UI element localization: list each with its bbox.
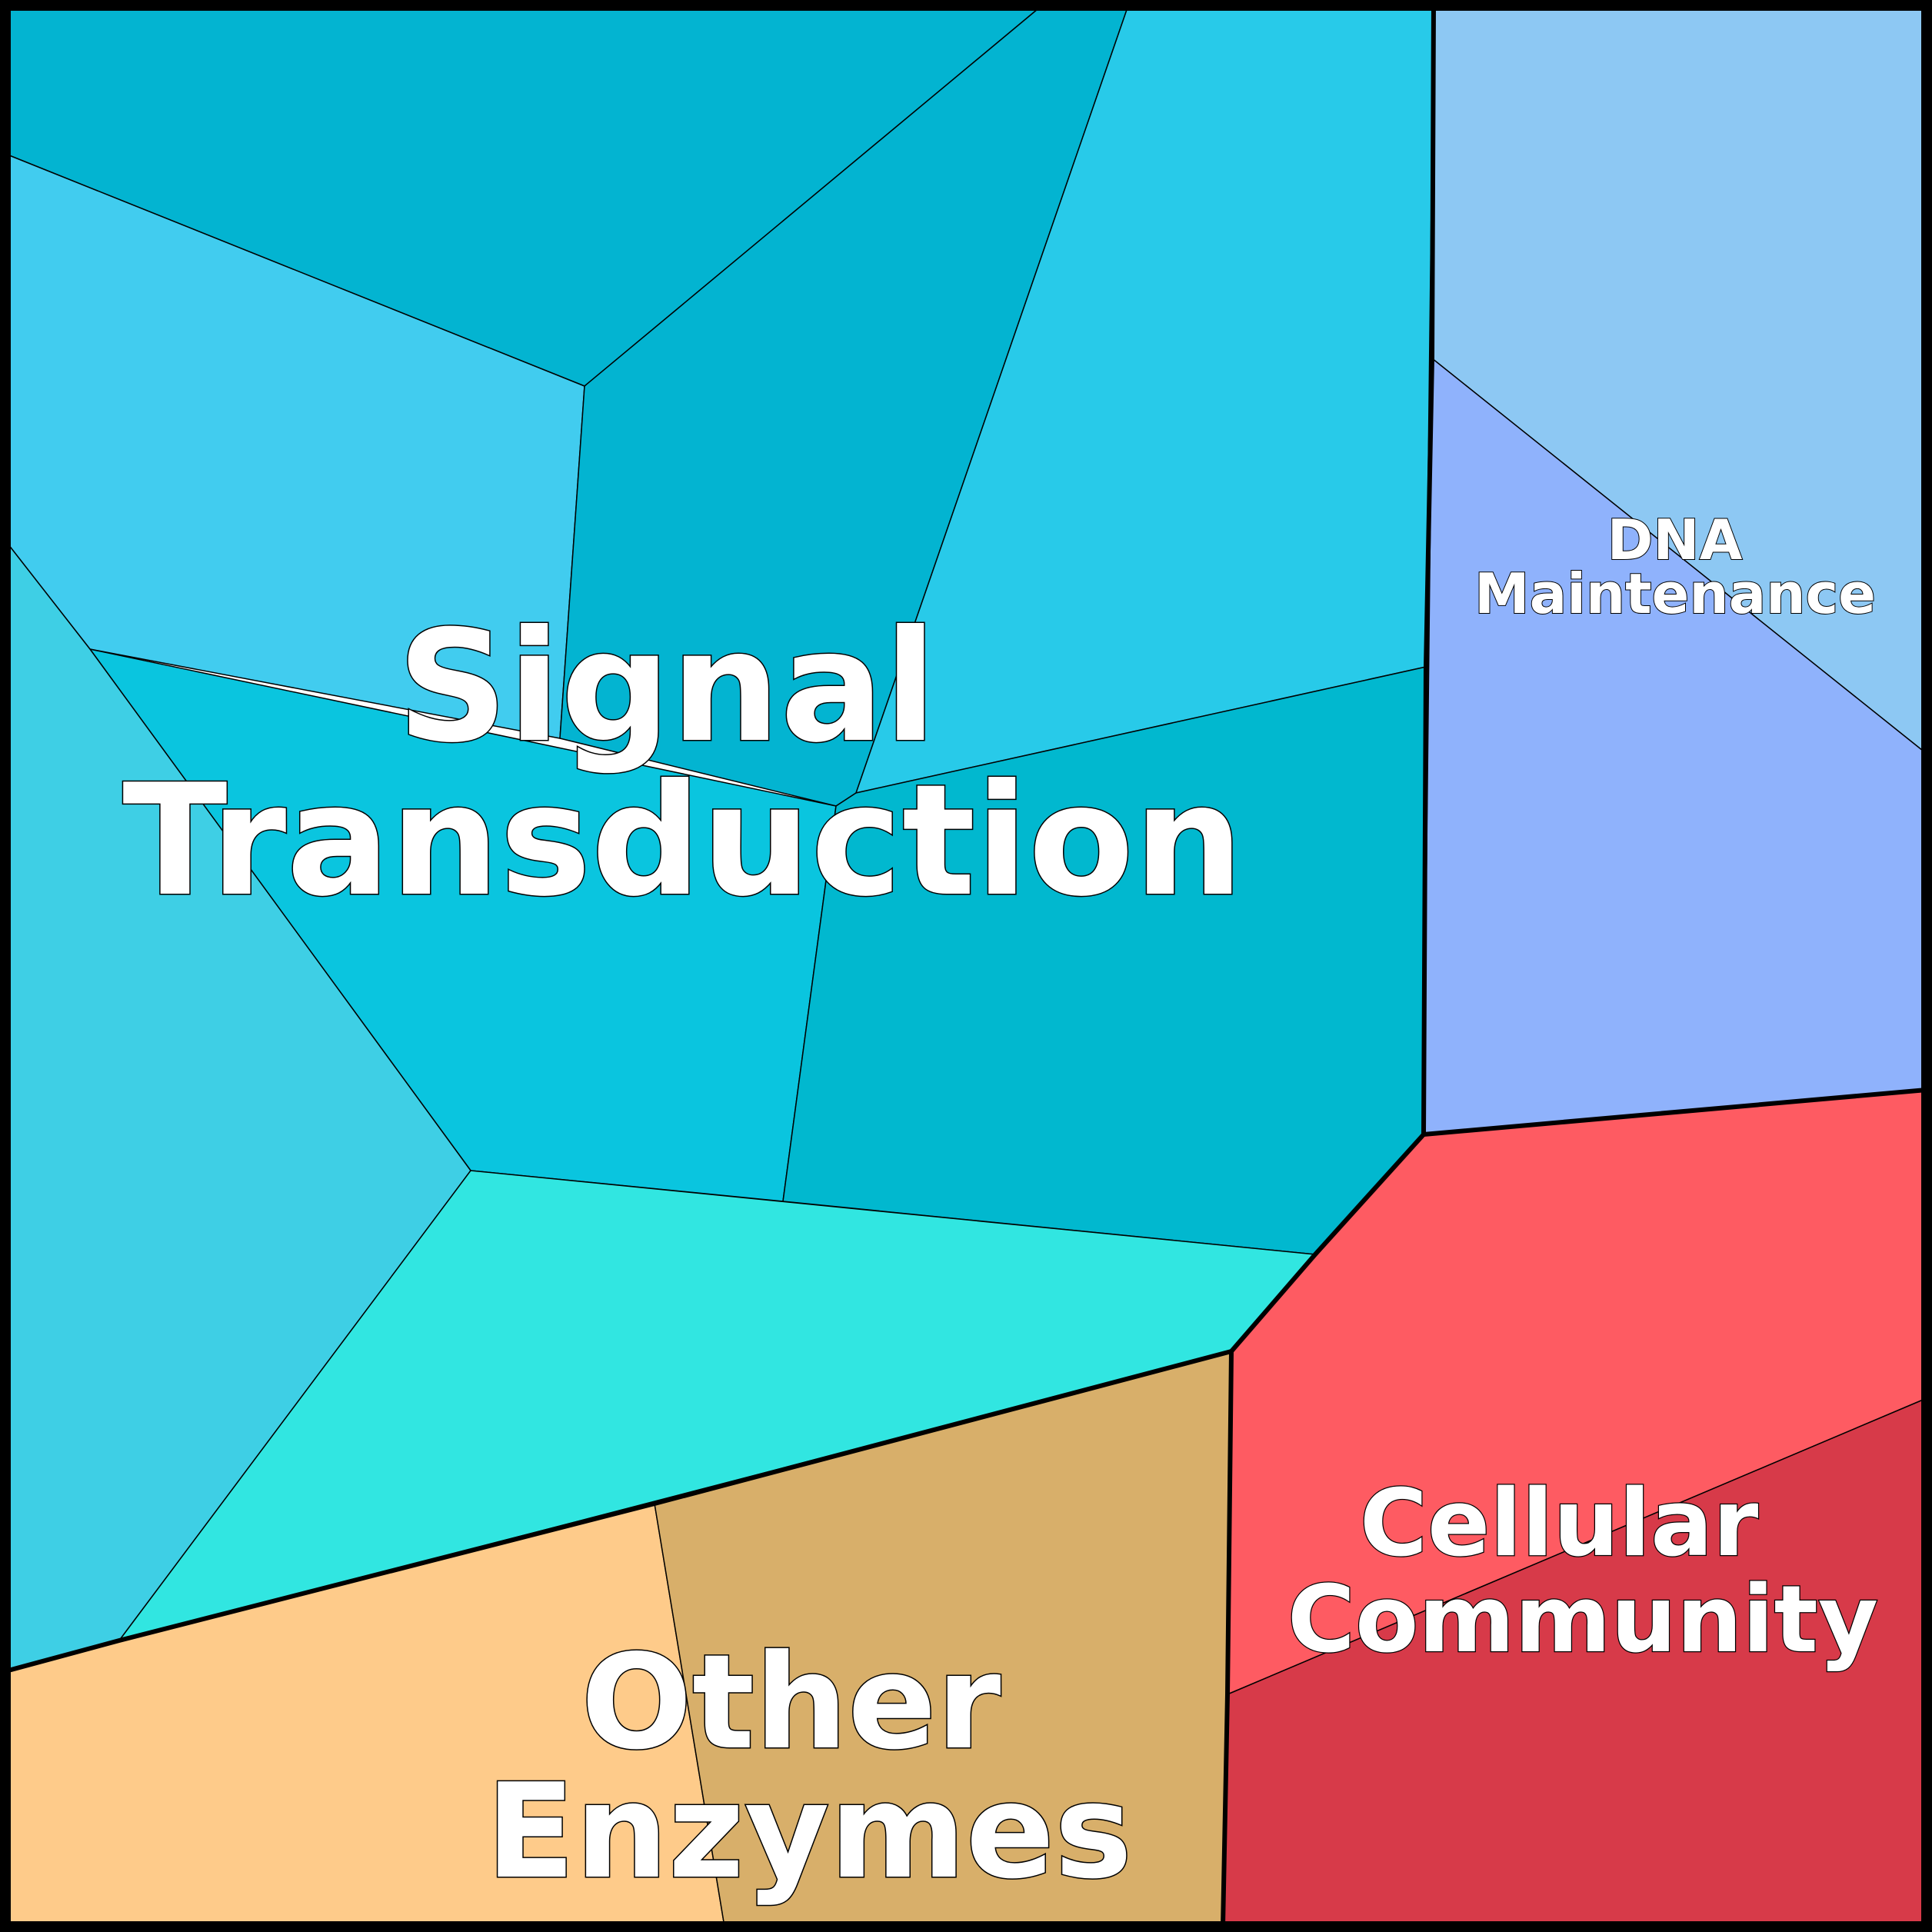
group-label-other-enzymes: Other Enzymes [486,1627,1133,1908]
group-border-enzymes-cellular [1221,1349,1234,1929]
group-label-cellular-community: Cellular Community [1287,1471,1878,1674]
group-border-signal-cellular [1229,1132,1426,1354]
label-line: Enzymes [486,1756,1133,1908]
group-border-dna-cellular [1421,1088,1929,1137]
label-line: Other [581,1627,1001,1779]
label-line: DNA [1607,508,1743,572]
label-line: Signal [397,598,937,777]
label-line: Transduction [122,751,1244,931]
group-label-signal-transduction: Signal Transduction [122,598,1244,931]
label-line: Maintenance [1474,561,1876,626]
group-label-dna-maintenance: DNA Maintenance [1474,508,1876,626]
label-line: Community [1287,1567,1878,1674]
label-line: Cellular [1360,1471,1758,1577]
group-border-signal-dna [1421,3,1436,1137]
group-border-signal-enzymes [3,1349,1234,1674]
